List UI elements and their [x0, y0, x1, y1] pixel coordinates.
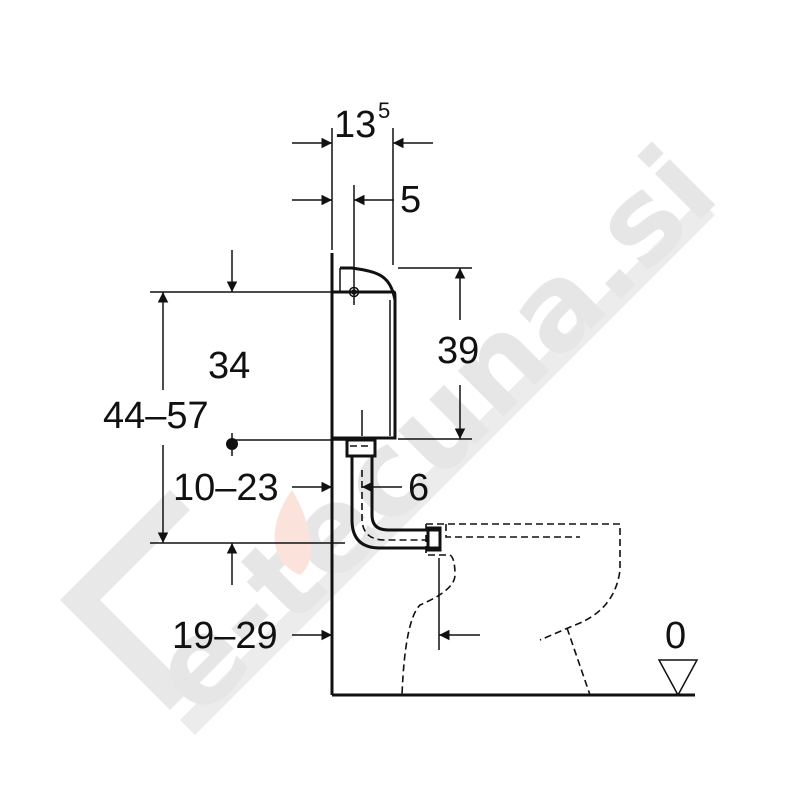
watermark-underline	[180, 200, 715, 735]
label-10-23: 10–23	[173, 467, 279, 509]
level-triangle-icon	[657, 659, 699, 697]
watermark-accent	[274, 490, 312, 575]
dim-bend-offset: 10–23	[173, 467, 332, 509]
dim-inlet-to-outlet: 34	[150, 250, 350, 456]
dim-cistern-height: 39	[398, 267, 479, 440]
watermark-logo-bracket	[60, 490, 190, 710]
label-34: 34	[208, 345, 250, 387]
label-39: 39	[437, 330, 479, 372]
floor-level-marker: 0	[657, 615, 699, 697]
label-13-5-superscript: 5	[378, 98, 390, 123]
label-44-57: 44–57	[103, 395, 209, 437]
dim-wc-outlet-distance: 19–29	[172, 558, 480, 657]
label-0: 0	[665, 615, 686, 657]
dim-pipe-offset: 6	[362, 467, 429, 509]
wc-pan	[401, 523, 621, 696]
dim-wall-to-inlet: 5	[292, 179, 421, 280]
dim-cistern-depth: 13 5	[292, 98, 433, 265]
flush-bend	[345, 438, 442, 552]
dim-outlet-height: 44–57	[103, 292, 345, 585]
label-5: 5	[400, 179, 421, 221]
label-19-29: 19–29	[172, 615, 278, 657]
label-6: 6	[408, 467, 429, 509]
label-13-5: 13	[334, 104, 376, 146]
cistern	[332, 266, 397, 440]
